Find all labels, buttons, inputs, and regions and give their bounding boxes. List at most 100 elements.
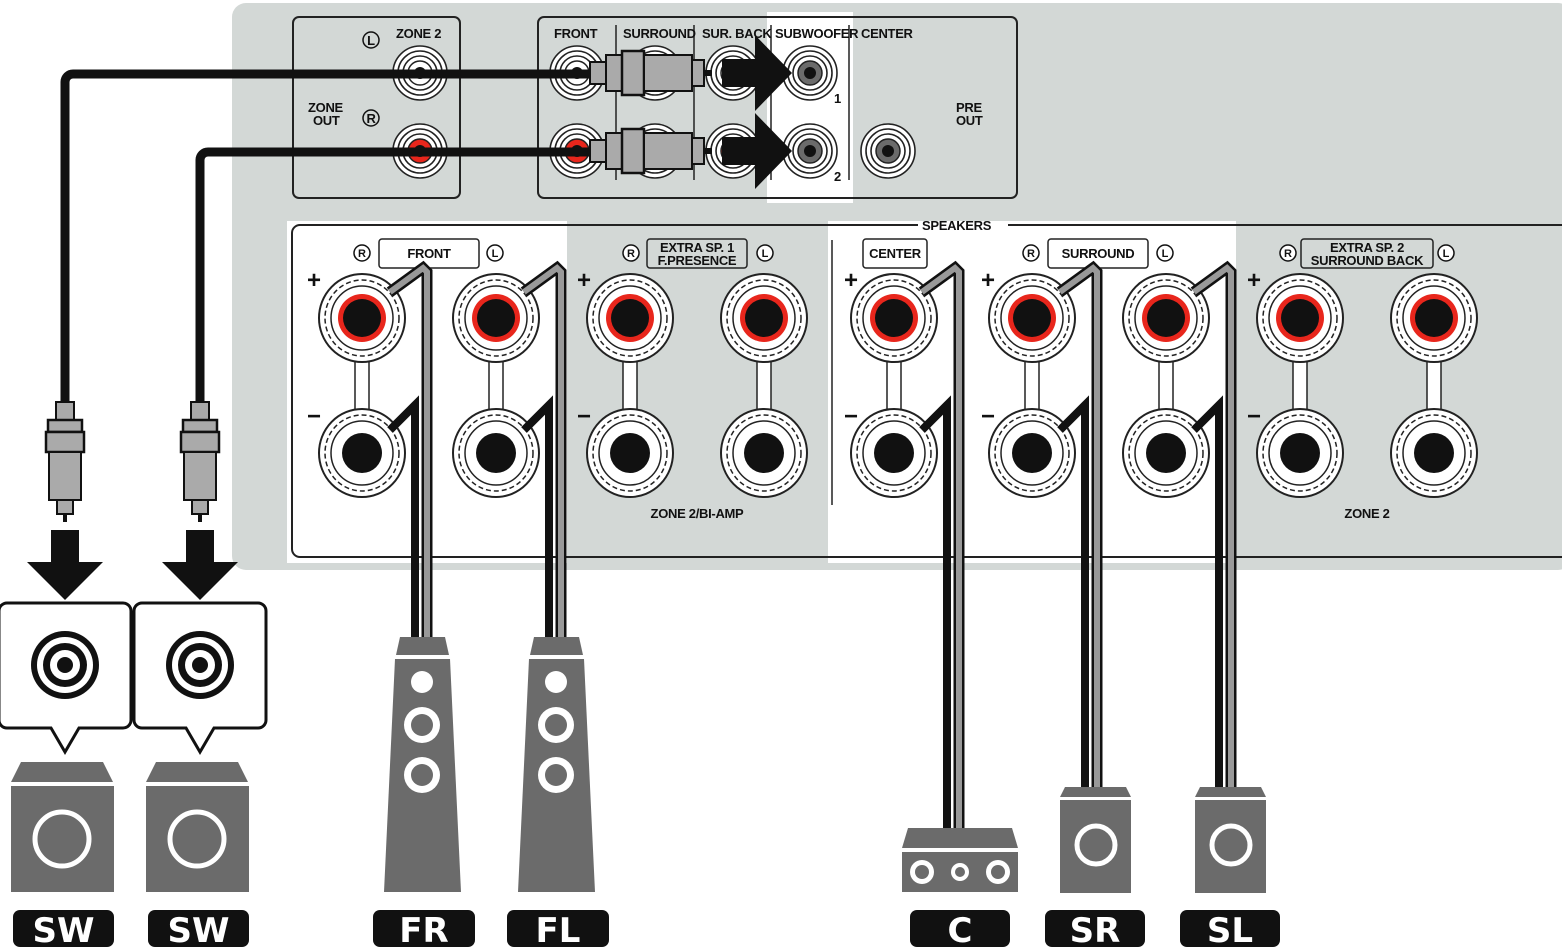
svg-text:SW: SW bbox=[33, 911, 95, 950]
center-pre-jack bbox=[860, 123, 916, 179]
minus-sign: − bbox=[307, 403, 321, 430]
svg-text:R: R bbox=[358, 248, 366, 260]
zone2-label: ZONE 2 bbox=[396, 26, 441, 41]
extra-sp2-label: EXTRA SP. 2 bbox=[1330, 240, 1404, 255]
subwoofer-input-callout bbox=[0, 601, 133, 755]
subwoofer-2-number: 2 bbox=[834, 169, 841, 184]
terminal-labels: FRONT EXTRA SP. 1 F.PRESENCE CENTER SURR… bbox=[378, 238, 1434, 521]
zone2-biamp-label: ZONE 2/BI-AMP bbox=[651, 506, 745, 521]
surround-left-speaker bbox=[1195, 787, 1266, 893]
speaker-terminal-pair bbox=[586, 273, 674, 498]
speakers-frame bbox=[291, 224, 1562, 558]
svg-text:FL: FL bbox=[536, 911, 581, 950]
front-left-speaker bbox=[518, 637, 595, 892]
rca-plug-bottom-1 bbox=[44, 401, 86, 522]
plus-sign: + bbox=[307, 267, 321, 294]
svg-text:FR: FR bbox=[399, 911, 448, 950]
positive-terminal bbox=[586, 273, 674, 363]
svg-text:R: R bbox=[366, 111, 376, 126]
arrow-right-icon bbox=[722, 35, 792, 111]
negative-terminal bbox=[988, 408, 1076, 498]
minus-sign: − bbox=[981, 403, 995, 430]
subwoofer-2 bbox=[146, 762, 249, 892]
positive-wire bbox=[1058, 264, 1100, 790]
front-right-speaker-label: FR bbox=[373, 910, 475, 950]
rca-plug-1 bbox=[589, 49, 712, 97]
r-channel-icon: R bbox=[1279, 244, 1297, 262]
svg-text:R: R bbox=[1284, 248, 1292, 260]
speaker-terminal-pair bbox=[988, 273, 1076, 498]
negative-terminal bbox=[318, 408, 406, 498]
negative-terminal bbox=[586, 408, 674, 498]
minus-sign: − bbox=[844, 403, 858, 430]
speaker-terminal-pair bbox=[318, 273, 406, 498]
minus-sign: − bbox=[577, 403, 591, 430]
surround-left-speaker-label: SL bbox=[1180, 910, 1280, 950]
svg-text:SW: SW bbox=[168, 911, 230, 950]
svg-text:L: L bbox=[1162, 248, 1169, 260]
negative-wire bbox=[521, 395, 553, 640]
positive-terminal bbox=[1390, 273, 1478, 363]
positive-wire bbox=[388, 264, 430, 640]
subwoofer-1 bbox=[11, 762, 114, 892]
negative-terminal bbox=[1256, 408, 1344, 498]
subwoofer-2-jack bbox=[782, 123, 838, 179]
positive-terminal bbox=[1122, 273, 1210, 363]
subwoofer-cable-1 bbox=[60, 69, 590, 405]
rca-plug-2 bbox=[589, 127, 712, 175]
zone-out-label-1: ZONE bbox=[308, 100, 344, 115]
extra-sp1-label: EXTRA SP. 1 bbox=[660, 240, 734, 255]
negative-wire bbox=[1057, 395, 1089, 790]
center-pre-label: CENTER bbox=[861, 26, 914, 41]
negative-wire bbox=[919, 395, 951, 828]
negative-wire bbox=[1191, 395, 1223, 790]
speaker-terminal-pair bbox=[1122, 273, 1210, 498]
svg-text:R: R bbox=[627, 248, 635, 260]
negative-terminal bbox=[720, 408, 808, 498]
positive-terminal bbox=[318, 273, 406, 363]
positive-terminal bbox=[988, 273, 1076, 363]
r-channel-icon: R bbox=[353, 244, 371, 262]
subwoofer-cable-2 bbox=[195, 147, 590, 405]
l-channel-icon: L bbox=[362, 31, 380, 49]
pre-out-box bbox=[537, 16, 1018, 199]
pre-out-label-2: OUT bbox=[956, 113, 983, 128]
r-channel-icon: R bbox=[362, 109, 380, 127]
f-presence-label: F.PRESENCE bbox=[658, 253, 737, 268]
negative-terminal bbox=[850, 408, 938, 498]
speakers-title: SPEAKERS bbox=[922, 218, 992, 233]
svg-text:SL: SL bbox=[1207, 911, 1253, 950]
plus-sign: + bbox=[1247, 267, 1261, 294]
center-speaker bbox=[902, 828, 1018, 892]
surround-back-label: SURROUND BACK bbox=[1311, 253, 1424, 268]
sur-back-pre-label: SUR. BACK bbox=[702, 26, 772, 41]
subwoofer-1-label: SW bbox=[13, 910, 114, 950]
zone2-speaker-label: ZONE 2 bbox=[1344, 506, 1389, 521]
zone-out-label-2: OUT bbox=[313, 113, 340, 128]
plus-sign: + bbox=[844, 267, 858, 294]
front-label: FRONT bbox=[407, 246, 451, 261]
plus-sign: + bbox=[981, 267, 995, 294]
negative-terminal bbox=[452, 408, 540, 498]
minus-sign: − bbox=[1247, 403, 1261, 430]
negative-terminal bbox=[1122, 408, 1210, 498]
subwoofer-1-jack bbox=[782, 45, 838, 101]
subwoofer-input-callout bbox=[132, 601, 268, 755]
center-speaker-label: C bbox=[910, 910, 1010, 950]
surround-label: SURROUND bbox=[1062, 246, 1135, 261]
speaker-terminal-pair bbox=[1256, 273, 1344, 498]
negative-wire bbox=[387, 395, 419, 640]
subwoofer-2-label: SW bbox=[148, 910, 249, 950]
svg-text:L: L bbox=[492, 248, 499, 260]
speaker-terminal-pair bbox=[452, 273, 540, 498]
subwoofer-pre-label: SUBWOOFER bbox=[775, 26, 859, 41]
arrow-down-icon bbox=[27, 530, 103, 600]
positive-terminal bbox=[850, 273, 938, 363]
plus-sign: + bbox=[577, 267, 591, 294]
surround-right-speaker-label: SR bbox=[1045, 910, 1145, 950]
positive-terminal bbox=[452, 273, 540, 363]
positive-wire bbox=[1192, 264, 1234, 790]
positive-terminal bbox=[1256, 273, 1344, 363]
surround-right-speaker bbox=[1060, 787, 1131, 893]
